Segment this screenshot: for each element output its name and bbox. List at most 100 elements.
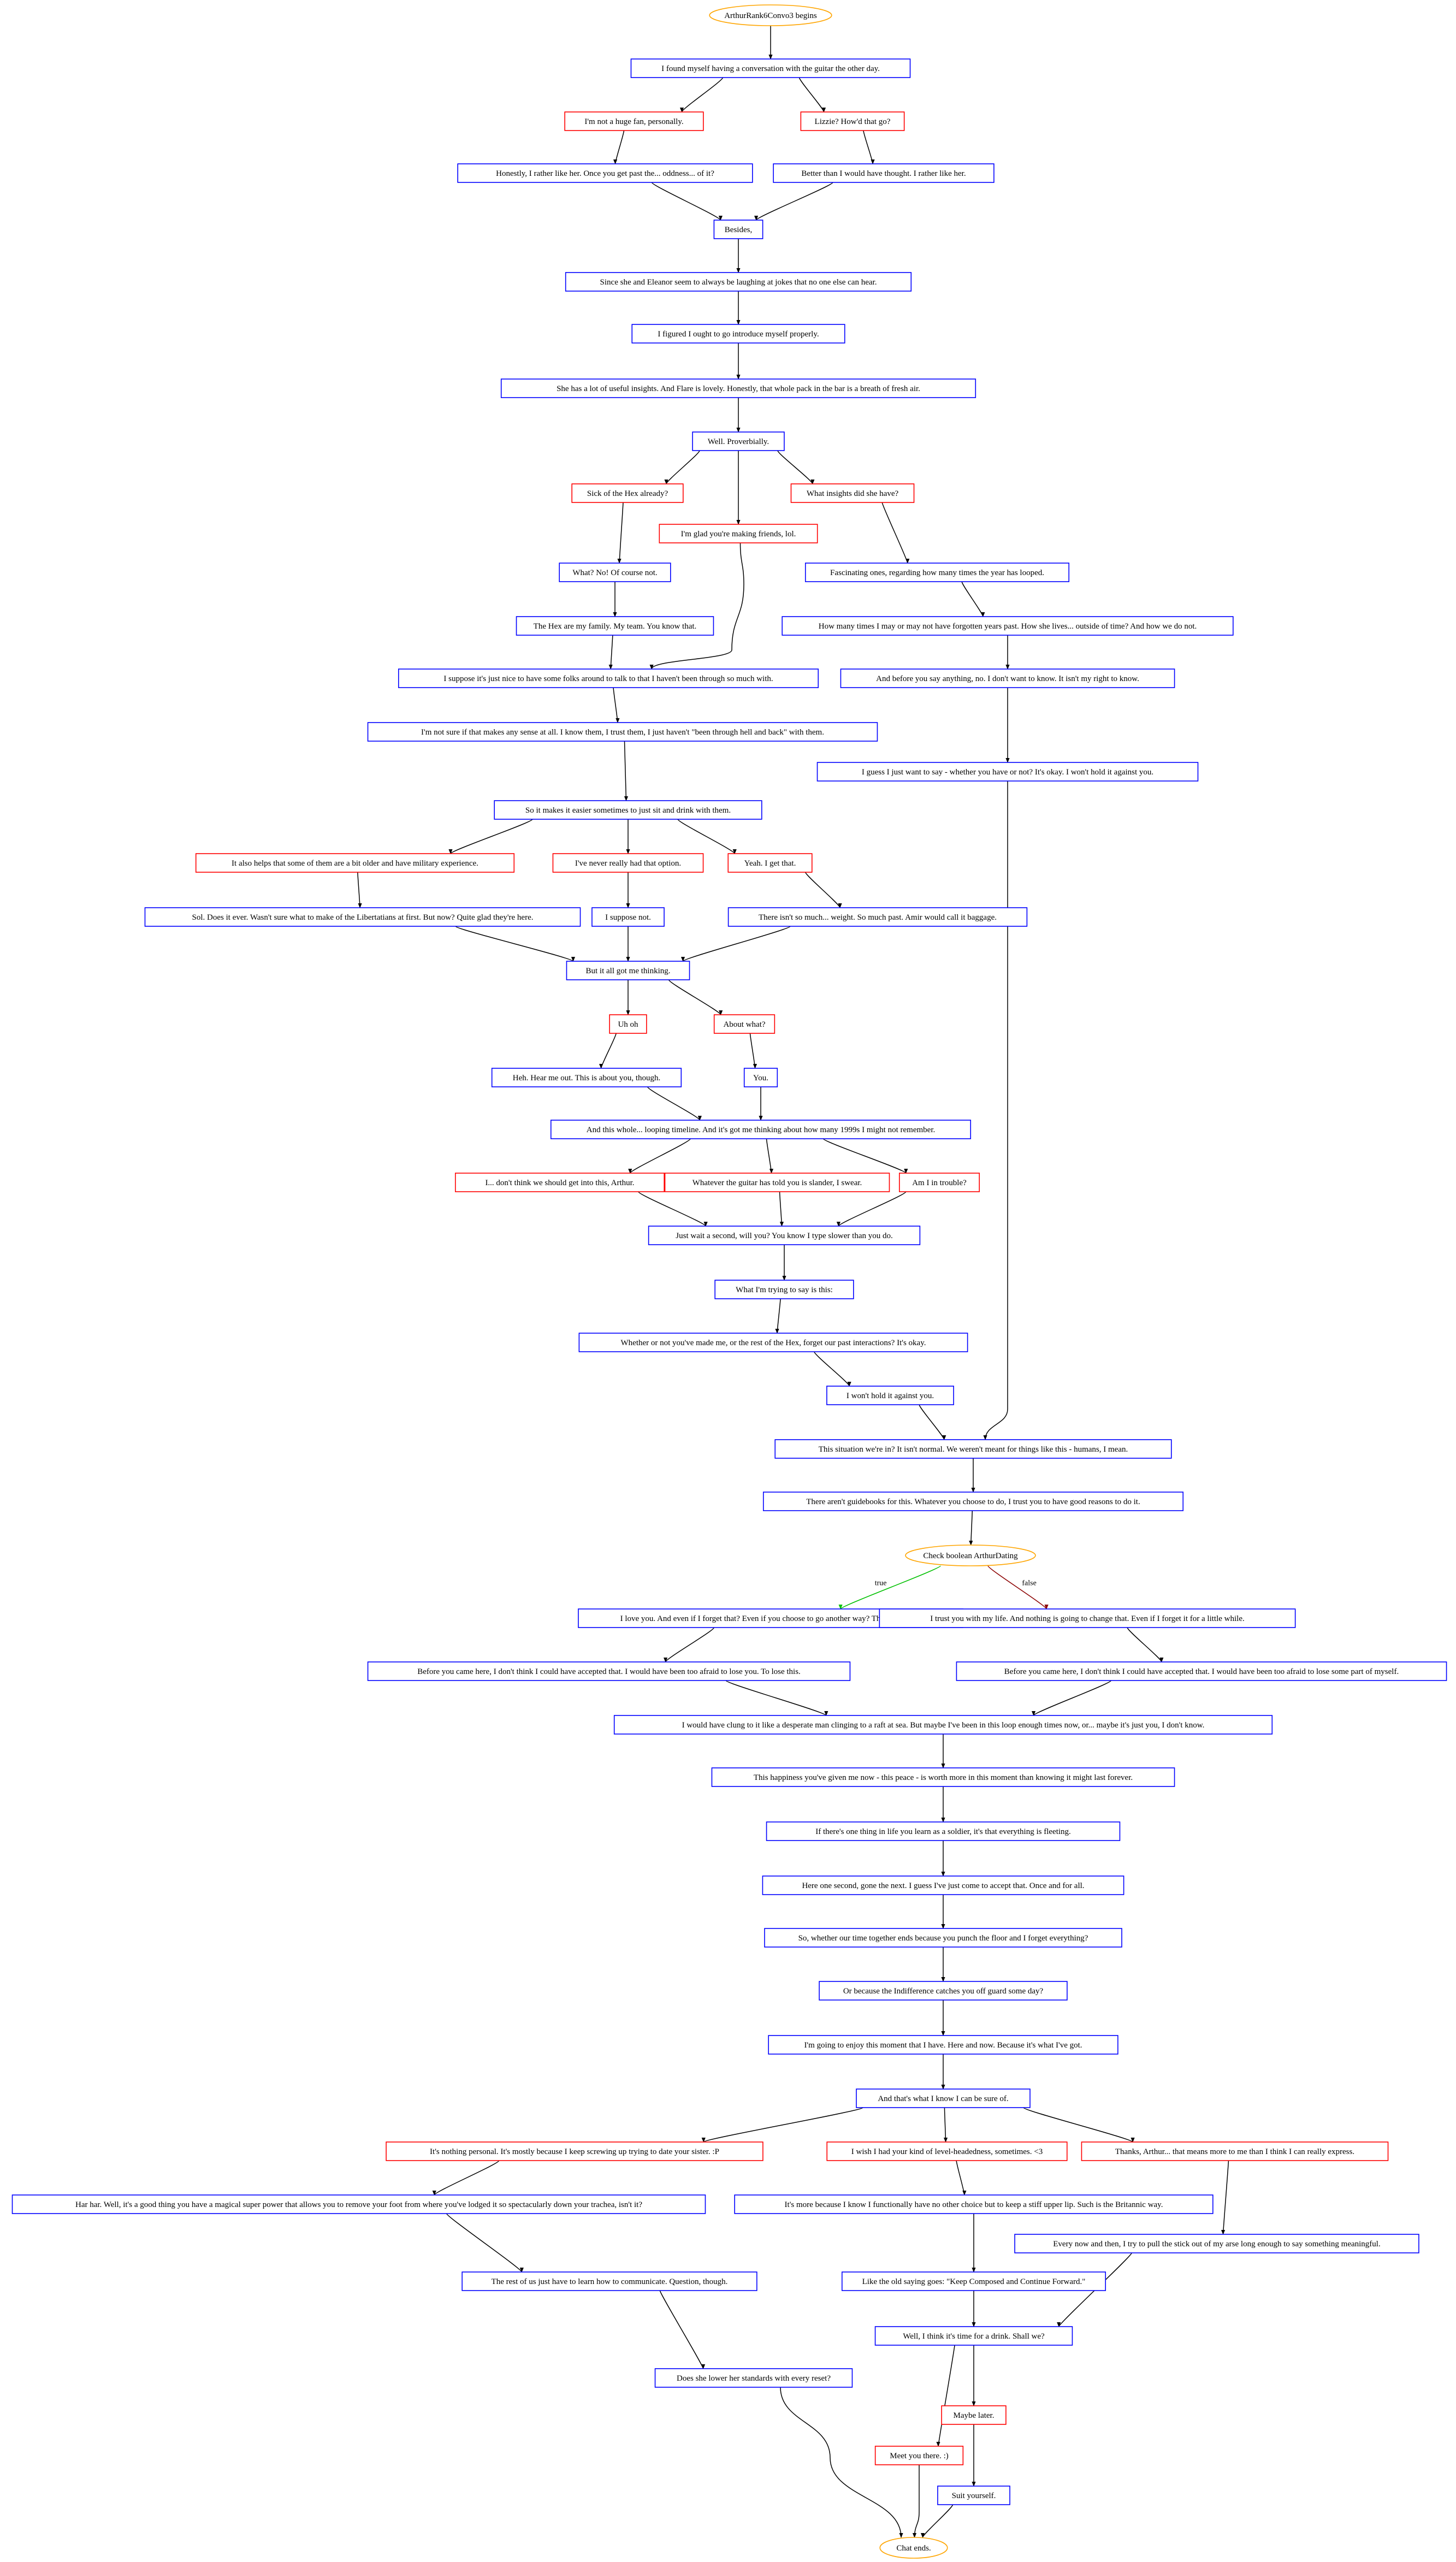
node-box xyxy=(819,1981,1068,2001)
dialogue-node: Or because the Indifference catches you … xyxy=(819,1981,1068,2001)
dialogue-node: This happiness you've given me now - thi… xyxy=(711,1767,1175,1787)
choice-node: Uh oh xyxy=(609,1014,647,1034)
edge-arrow xyxy=(448,819,533,854)
node-box xyxy=(516,616,714,636)
node-label: I guess I just want to say - whether you… xyxy=(862,768,1153,777)
edge-arrow xyxy=(702,2107,863,2143)
edge-arrow xyxy=(936,2345,955,2447)
terminal-ellipse xyxy=(905,1545,1036,1566)
node-label: Check boolean ArthurDating xyxy=(923,1552,1018,1560)
node-box xyxy=(367,722,878,742)
node-box xyxy=(841,2271,1106,2291)
edge-arrow xyxy=(651,182,723,221)
node-box xyxy=(764,1928,1122,1948)
node-label: I'm glad you're making friends, lol. xyxy=(681,530,796,539)
node-label: Well. Proverbially. xyxy=(708,437,769,446)
node-box xyxy=(800,111,905,131)
dialogue-node: And before you say anything, no. I don't… xyxy=(840,668,1175,688)
dialogue-node: Har har. Well, it's a good thing you hav… xyxy=(11,2194,706,2214)
node-box xyxy=(457,163,753,183)
node-box xyxy=(774,1439,1172,1459)
node-box xyxy=(550,1120,972,1139)
node-label: This happiness you've given me now - thi… xyxy=(754,1773,1133,1782)
node-box xyxy=(713,1014,776,1034)
choice-node: Am I in trouble? xyxy=(899,1173,980,1192)
node-box xyxy=(367,1661,851,1681)
edge-arrow xyxy=(638,1191,708,1227)
dialogue-node: So, whether our time together ends becau… xyxy=(764,1928,1122,1948)
edge-arrow xyxy=(613,687,620,723)
choice-node: About what? xyxy=(713,1014,776,1034)
edge-arrow xyxy=(681,926,791,962)
node-label: What insights did she have? xyxy=(807,489,899,498)
dialogue-node: Just wait a second, will you? You know I… xyxy=(648,1226,921,1245)
node-label: Well, I think it's time for a drink. Sha… xyxy=(903,2332,1045,2341)
edge-arrow xyxy=(987,1565,1049,1610)
dialogue-node: Here one second, gone the next. I guess … xyxy=(762,1875,1124,1895)
node-label: Heh. Hear me out. This is about you, tho… xyxy=(513,1074,661,1082)
dialogue-node: Well. Proverbially. xyxy=(692,431,785,451)
node-label: There isn't so much... weight. So much p… xyxy=(759,913,997,922)
node-box xyxy=(816,762,1199,782)
dialogue-node: The Hex are my family. My team. You know… xyxy=(516,616,714,636)
edge-arrow xyxy=(725,1680,828,1716)
node-label: I... don't think we should get into this… xyxy=(485,1179,634,1187)
dialogue-node: I guess I just want to say - whether you… xyxy=(816,762,1199,782)
choice-node: Yeah. I get that. xyxy=(727,853,813,873)
dialogue-node: The rest of us just have to learn how to… xyxy=(461,2271,757,2291)
node-label: Suit yourself. xyxy=(952,2492,996,2500)
node-box xyxy=(591,907,665,927)
dialogue-node: And that's what I know I can be sure of. xyxy=(856,2088,1031,2108)
node-label: Every now and then, I try to pull the st… xyxy=(1053,2240,1380,2249)
node-label: Honestly, I rather like her. Once you ge… xyxy=(496,169,714,178)
edge-arrow xyxy=(779,1191,784,1227)
node-label: Like the old saying goes: "Keep Composed… xyxy=(862,2277,1086,2286)
dialogue-node: So it makes it easier sometimes to just … xyxy=(494,800,762,820)
node-box xyxy=(773,163,995,183)
dialogue-node: If there's one thing in life you learn a… xyxy=(766,1821,1121,1841)
terminal-node: Check boolean ArthurDating xyxy=(905,1545,1036,1566)
edge-arrow xyxy=(1032,1680,1112,1716)
node-label: The Hex are my family. My team. You know… xyxy=(534,622,697,631)
node-label: Whether or not you've made me, or the re… xyxy=(621,1339,926,1347)
node-label: Har har. Well, it's a good thing you hav… xyxy=(75,2200,642,2209)
node-box xyxy=(790,483,915,503)
node-box xyxy=(659,524,818,543)
dialogue-node: Suit yourself. xyxy=(937,2486,1010,2505)
edge-arrow xyxy=(920,2504,954,2538)
edge-arrow xyxy=(943,2107,948,2143)
edge-arrow xyxy=(983,780,1008,1440)
edge-arrow xyxy=(647,1086,702,1121)
edge-arrow xyxy=(446,2213,524,2273)
node-box xyxy=(386,2141,763,2161)
choice-node: Thanks, Arthur... that means more to me … xyxy=(1081,2141,1389,2161)
node-label: The rest of us just have to learn how to… xyxy=(492,2277,728,2286)
edge-arrow xyxy=(814,1351,851,1387)
node-box xyxy=(727,907,1028,927)
dialogue-node: But it all got me thinking. xyxy=(566,961,690,980)
node-box xyxy=(840,668,1175,688)
edge-arrow xyxy=(881,502,910,564)
node-label: And this whole... looping timeline. And … xyxy=(587,1126,935,1134)
edge-arrow xyxy=(912,2465,920,2538)
edge-arrow xyxy=(749,1033,757,1069)
node-box xyxy=(734,2194,1214,2214)
edge-label: false xyxy=(1022,1579,1036,1588)
edge-arrow xyxy=(956,2160,967,2196)
node-label: What I'm trying to say is this: xyxy=(736,1286,833,1294)
choice-node: What insights did she have? xyxy=(790,483,915,503)
dialogue-node: Besides, xyxy=(713,220,763,239)
node-box xyxy=(455,1173,665,1192)
dialogue-node: Fascinating ones, regarding how many tim… xyxy=(804,563,1070,582)
choice-node: I'm glad you're making friends, lol. xyxy=(659,524,818,543)
node-box xyxy=(578,1333,968,1352)
dialogue-node: I suppose not. xyxy=(591,907,665,927)
node-box xyxy=(571,483,684,503)
node-label: ArthurRank6Convo3 begins xyxy=(724,11,817,20)
dialogue-node: Before you came here, I don't think I co… xyxy=(367,1661,851,1681)
node-box xyxy=(762,1492,1184,1511)
edge-arrow xyxy=(805,872,842,908)
node-box xyxy=(956,1661,1447,1681)
dialogue-node: You. xyxy=(743,1068,778,1087)
